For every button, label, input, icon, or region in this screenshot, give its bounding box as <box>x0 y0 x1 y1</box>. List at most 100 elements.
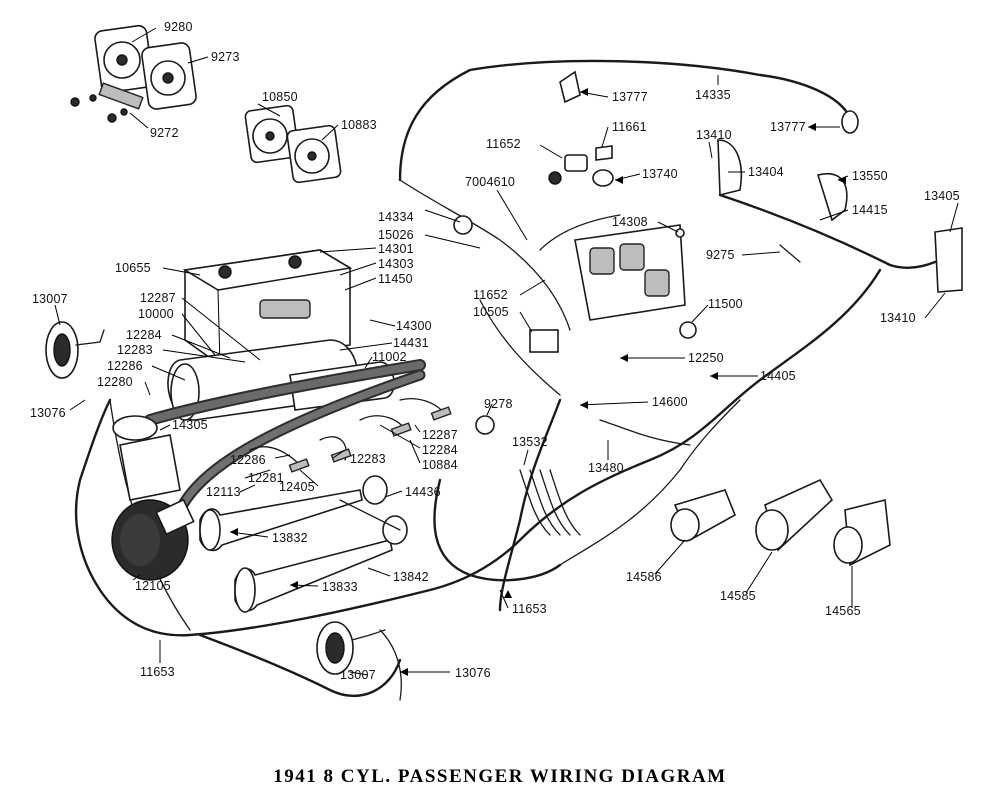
label-15026: 15026 <box>378 228 414 242</box>
horn-13832 <box>199 489 363 552</box>
label-12287-left: 12287 <box>140 291 176 305</box>
relay-10505 <box>529 329 559 353</box>
label-12280: 12280 <box>97 375 133 389</box>
label-13076-left: 13076 <box>30 406 66 420</box>
connector-9275 <box>779 244 801 263</box>
connector-15026 <box>453 215 473 235</box>
label-11652-mid: 11652 <box>473 288 508 302</box>
battery-10655 <box>182 249 353 366</box>
label-13007-left: 13007 <box>32 292 68 306</box>
label-14436: 14436 <box>405 485 441 499</box>
gauge-9280 <box>94 24 154 94</box>
headlamp-13007-left <box>45 321 105 379</box>
gauge-bracket-9272 <box>70 82 144 123</box>
label-10655: 10655 <box>115 261 151 275</box>
label-12405: 12405 <box>279 480 315 494</box>
label-14415: 14415 <box>852 203 888 217</box>
gauge-9273 <box>141 42 197 110</box>
label-9272: 9272 <box>150 126 179 140</box>
distributor-12113 <box>119 434 181 501</box>
label-13833: 13833 <box>322 580 358 594</box>
label-14334: 14334 <box>378 210 414 224</box>
lamp-13550 <box>816 173 848 222</box>
dome-light-13777 <box>841 110 859 134</box>
label-14586: 14586 <box>626 570 662 584</box>
label-13410-right: 13410 <box>880 311 916 325</box>
label-9273: 9273 <box>211 50 240 64</box>
label-11450: 11450 <box>378 272 413 286</box>
label-7004610: 7004610 <box>465 175 516 189</box>
label-11661: 11661 <box>612 120 647 134</box>
label-9275: 9275 <box>706 248 735 262</box>
label-14565: 14565 <box>825 604 861 618</box>
arrowheads <box>230 88 846 676</box>
screw-14308 <box>675 228 685 238</box>
horn-13833 <box>234 539 393 613</box>
label-11653-left: 11653 <box>140 665 175 679</box>
loom-14586 <box>670 489 737 542</box>
tail-lamp-13404 <box>717 139 742 197</box>
label-13404: 13404 <box>748 165 784 179</box>
label-13480: 13480 <box>588 461 624 475</box>
switch-9278 <box>475 415 495 435</box>
label-12286-mid: 12286 <box>230 453 266 467</box>
label-11653-right: 11653 <box>512 602 547 616</box>
label-14303: 14303 <box>378 257 414 271</box>
label-12113: 12113 <box>206 485 241 499</box>
loom-14565 <box>833 499 891 567</box>
headlamp-13007-bottom <box>316 621 386 675</box>
connector-11661 <box>595 145 613 161</box>
label-10000: 10000 <box>138 307 174 321</box>
gauge-10883 <box>286 124 342 184</box>
label-10883: 10883 <box>341 118 377 132</box>
label-13777-right: 13777 <box>770 120 806 134</box>
label-10505: 10505 <box>473 305 509 319</box>
switch-11500 <box>679 321 697 339</box>
label-12281: 12281 <box>248 471 284 485</box>
label-13405: 13405 <box>924 189 960 203</box>
label-14301: 14301 <box>378 242 414 256</box>
loom-14585 <box>755 478 834 552</box>
label-12286-left: 12286 <box>107 359 143 373</box>
label-14431: 14431 <box>393 336 429 350</box>
leader-lines <box>54 27 959 676</box>
label-13076-bottom: 13076 <box>455 666 491 680</box>
label-12283-mid: 12283 <box>350 452 386 466</box>
label-13007-bottom: 13007 <box>340 668 376 682</box>
label-14300: 14300 <box>396 319 432 333</box>
label-12250: 12250 <box>688 351 724 365</box>
switch-13740 <box>592 169 614 187</box>
label-11652-top: 11652 <box>486 137 521 151</box>
label-12287-mid: 12287 <box>422 428 458 442</box>
switch-11652 <box>548 154 588 185</box>
horn-bracket-14436 <box>339 475 408 545</box>
label-14308: 14308 <box>612 215 648 229</box>
label-12284-left: 12284 <box>126 328 162 342</box>
label-13842: 13842 <box>393 570 429 584</box>
label-11500: 11500 <box>708 297 743 311</box>
label-14585: 14585 <box>720 589 756 603</box>
label-10884: 10884 <box>422 458 458 472</box>
label-13532: 13532 <box>512 435 548 449</box>
tail-lamp-13405 <box>934 227 963 293</box>
label-11002: 11002 <box>372 350 407 364</box>
label-12105: 12105 <box>135 579 171 593</box>
label-12284-mid: 12284 <box>422 443 458 457</box>
label-12283-left: 12283 <box>117 343 153 357</box>
label-14335: 14335 <box>695 88 731 102</box>
label-10850: 10850 <box>262 90 298 104</box>
clip-13777 <box>559 70 581 104</box>
label-9280: 9280 <box>164 20 193 34</box>
label-13410-top: 13410 <box>696 128 732 142</box>
label-13740: 13740 <box>642 167 678 181</box>
label-9278: 9278 <box>484 397 513 411</box>
label-13832: 13832 <box>272 531 308 545</box>
label-14405: 14405 <box>760 369 796 383</box>
label-13777-top: 13777 <box>612 90 648 104</box>
label-14600: 14600 <box>652 395 688 409</box>
instrument-panel-14308 <box>574 224 686 321</box>
label-14305: 14305 <box>172 418 208 432</box>
diagram-caption: 1941 8 CYL. PASSENGER WIRING DIAGRAM <box>273 766 727 787</box>
horn-12105 <box>111 498 195 581</box>
